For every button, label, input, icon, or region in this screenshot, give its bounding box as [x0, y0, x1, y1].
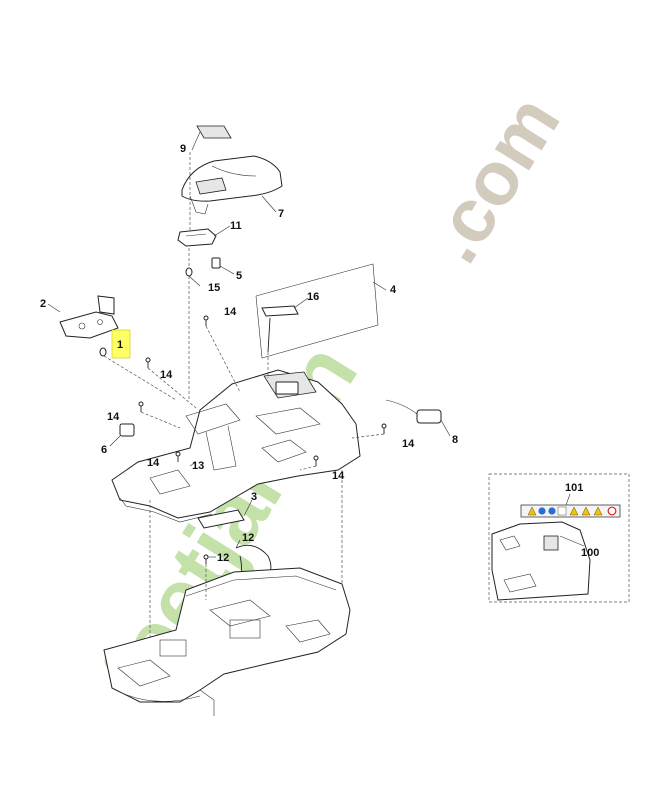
callout-15: 15	[208, 282, 220, 294]
part-9-label-plate	[196, 125, 232, 139]
screw	[138, 401, 144, 412]
screw	[203, 315, 209, 326]
callout-12: 12	[242, 532, 254, 544]
callout-14a: 14	[224, 306, 237, 318]
part-7-top-cover	[181, 155, 283, 215]
callout-14c: 14	[107, 411, 120, 423]
callout-5: 5	[236, 270, 242, 282]
part-5-clip	[211, 257, 221, 269]
part-8-pad	[385, 399, 442, 424]
part-2-left-bracket	[59, 295, 119, 339]
highlighted-callout	[111, 329, 131, 359]
part-1-oring	[99, 347, 107, 357]
screw	[203, 554, 209, 564]
main-housing	[111, 369, 361, 523]
callout-1: 1	[117, 339, 123, 351]
callout-14d: 14	[402, 438, 415, 450]
callout-2: 2	[40, 298, 46, 310]
part-3-plate	[197, 509, 245, 529]
callout-7: 7	[278, 208, 284, 220]
callout-14f: 14	[147, 457, 160, 469]
callout-4: 4	[390, 284, 397, 296]
screws	[138, 315, 387, 564]
callout-6: 6	[101, 444, 107, 456]
screw	[313, 455, 319, 466]
inset-detail	[488, 473, 630, 603]
callout-12b: 12	[217, 552, 229, 564]
callout-3: 3	[251, 491, 257, 503]
callout-9: 9	[180, 143, 186, 155]
part-15-oring	[185, 267, 193, 277]
warning-symbols	[527, 506, 617, 516]
screw	[381, 423, 387, 434]
screw	[175, 451, 181, 462]
leader-lines	[47, 131, 451, 640]
base-chassis	[103, 567, 351, 716]
part-6-block	[119, 423, 135, 437]
callout-16: 16	[307, 291, 319, 303]
part-11-bracket	[177, 228, 217, 247]
callout-labels: 1 2 3 4 5 6 7 8 9 11 12 12 13 14 14 14 1…	[40, 143, 599, 564]
callout-101: 101	[565, 482, 583, 494]
callout-8: 8	[452, 434, 458, 446]
part-16-plate	[261, 305, 299, 353]
callout-14b: 14	[160, 369, 173, 381]
callout-13: 13	[192, 460, 204, 472]
part-4-panel-outline	[255, 263, 379, 359]
callout-11: 11	[230, 220, 242, 232]
watermark-domain: .com	[410, 82, 576, 277]
callout-14e: 14	[332, 470, 345, 482]
callout-100: 100	[581, 547, 599, 559]
screw	[145, 357, 151, 368]
